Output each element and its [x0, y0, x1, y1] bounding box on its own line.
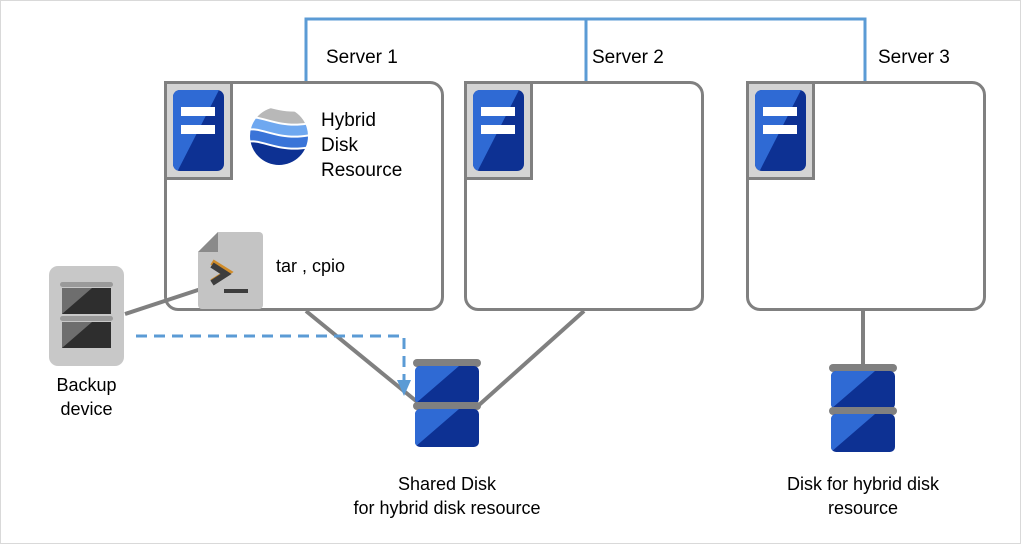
- connector-server2-to-shared-disk: [477, 309, 586, 407]
- backup-device-label: Backup device: [56, 375, 117, 419]
- server-tower-icon: [746, 81, 815, 180]
- connector-backup-to-server1: [124, 287, 202, 316]
- shared-disk-icon: [413, 359, 481, 454]
- hybrid-disk-label: Disk for hybrid disk resource: [786, 474, 940, 518]
- server-2-box[interactable]: [464, 81, 704, 311]
- server-tower-icon: [164, 81, 233, 180]
- server-3-box[interactable]: [746, 81, 986, 311]
- server-1-label: Server 1: [326, 47, 398, 68]
- network-interconnect-lines: [304, 17, 867, 81]
- server-1-box[interactable]: [164, 81, 444, 311]
- shared-disk-label: Shared Disk for hybrid disk resource: [353, 474, 541, 518]
- backup-device-icon: [49, 266, 124, 366]
- globe-icon: [250, 107, 308, 165]
- server-3-label: Server 3: [878, 47, 950, 68]
- hybrid-disk-resource-label: Hybrid Disk Resource: [321, 110, 403, 181]
- script-command-label: tar , cpio: [276, 256, 346, 276]
- server-tower-icon: [464, 81, 533, 180]
- server-2-label: Server 2: [592, 47, 664, 68]
- script-file-icon: [198, 232, 263, 309]
- hybrid-disk-icon: [829, 364, 897, 459]
- backup-flow-arrow: [136, 334, 411, 396]
